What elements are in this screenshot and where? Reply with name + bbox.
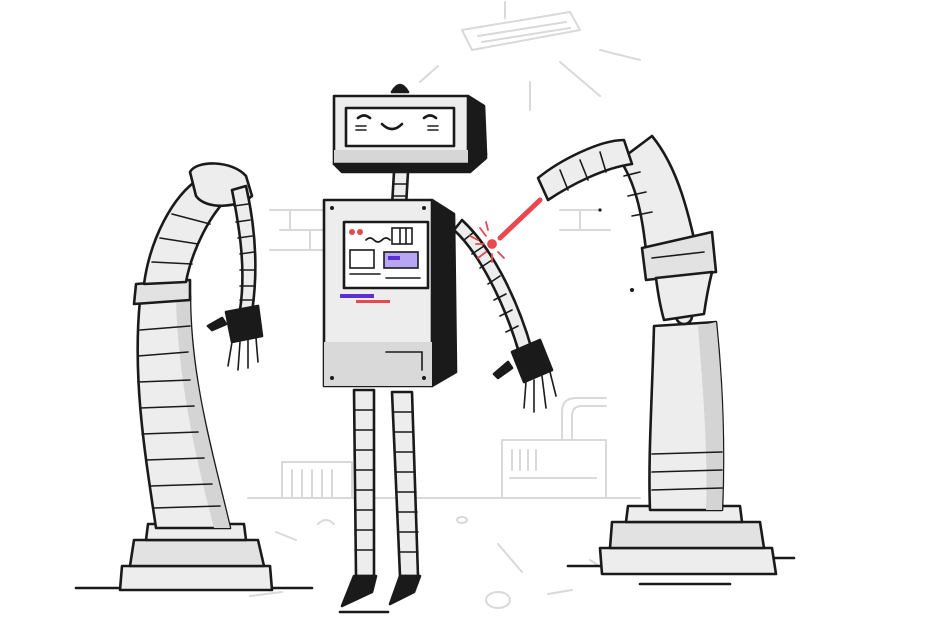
purple-stripe xyxy=(340,294,374,298)
background-sketch xyxy=(247,1,641,609)
robot-figure xyxy=(322,83,557,608)
laser-beam xyxy=(497,197,543,241)
floor-debris xyxy=(249,516,609,609)
ceiling-lamp-icon xyxy=(419,1,641,111)
left-robotic-arm xyxy=(118,162,274,592)
red-stripe xyxy=(356,300,390,303)
background-machine-left xyxy=(281,461,353,499)
right-robotic-arm xyxy=(536,134,778,576)
brick-wall xyxy=(269,209,611,251)
spark-burst-icon xyxy=(469,221,505,263)
background-machine-right xyxy=(501,397,607,499)
